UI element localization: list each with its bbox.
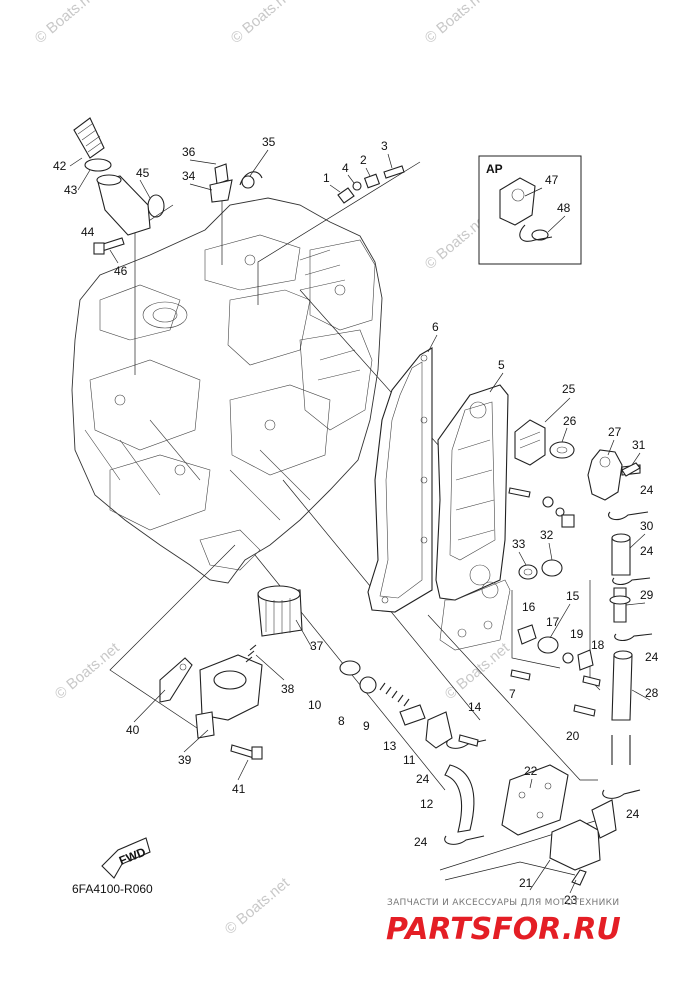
callout-31: 31 bbox=[632, 438, 646, 452]
callout-24f: 24 bbox=[414, 835, 428, 849]
watermark: © Boats.net bbox=[228, 0, 300, 47]
callout-17: 17 bbox=[546, 615, 560, 629]
callout-46: 46 bbox=[114, 264, 128, 278]
callout-48: 48 bbox=[557, 201, 571, 215]
joint-44 bbox=[96, 174, 151, 236]
callout-42: 42 bbox=[53, 159, 67, 173]
callout-38: 38 bbox=[281, 682, 295, 696]
callout-3: 3 bbox=[381, 139, 388, 153]
inset-label: AP bbox=[486, 162, 503, 176]
callout-22: 22 bbox=[524, 764, 538, 778]
callout-5: 5 bbox=[498, 358, 505, 372]
callout-24e: 24 bbox=[416, 772, 430, 786]
callout-23: 23 bbox=[564, 893, 578, 907]
fwd-arrow-icon: FWD bbox=[101, 837, 151, 879]
callout-25: 25 bbox=[562, 382, 576, 396]
watermark: © Boats.net bbox=[32, 0, 104, 47]
shop-brand-logo: PARTSFOR.RU bbox=[386, 912, 621, 947]
callout-30: 30 bbox=[640, 519, 654, 533]
callout-12: 12 bbox=[420, 797, 434, 811]
callout-47: 47 bbox=[545, 173, 559, 187]
inset-ap: AP bbox=[478, 155, 582, 265]
callout-24d: 24 bbox=[626, 807, 640, 821]
callout-41: 41 bbox=[232, 782, 246, 796]
callout-44: 44 bbox=[81, 225, 95, 239]
callout-20: 20 bbox=[566, 729, 580, 743]
valve-assembly bbox=[339, 660, 479, 833]
callout-24b: 24 bbox=[640, 544, 654, 558]
callout-32: 32 bbox=[540, 528, 554, 542]
callout-34: 34 bbox=[182, 169, 196, 183]
callout-45: 45 bbox=[136, 166, 150, 180]
callout-33: 33 bbox=[512, 537, 526, 551]
filter-bracket-39 bbox=[195, 644, 263, 739]
shop-tagline: ЗАПЧАСТИ И АКСЕССУАРЫ ДЛЯ МОТОТЕХНИКИ bbox=[387, 898, 619, 908]
callout-24c: 24 bbox=[645, 650, 659, 664]
callout-2: 2 bbox=[360, 153, 367, 167]
callout-35: 35 bbox=[262, 135, 276, 149]
hose-42 bbox=[73, 117, 105, 159]
cover-27 bbox=[587, 449, 641, 501]
oil-filter-37 bbox=[257, 585, 303, 637]
callout-10: 10 bbox=[308, 698, 322, 712]
bolt-41 bbox=[230, 744, 263, 760]
callout-28: 28 bbox=[645, 686, 659, 700]
callout-4: 4 bbox=[342, 161, 349, 175]
bracket-21 bbox=[501, 764, 617, 886]
hose-30 bbox=[611, 533, 631, 576]
callout-37: 37 bbox=[310, 639, 324, 653]
callout-11: 11 bbox=[403, 753, 416, 767]
watermark: © Boats.net bbox=[422, 0, 494, 47]
callout-40: 40 bbox=[126, 723, 140, 737]
callout-9: 9 bbox=[363, 719, 370, 733]
exhaust-cover-5 bbox=[435, 384, 511, 651]
callout-39: 39 bbox=[178, 753, 192, 767]
bolt-46 bbox=[93, 237, 125, 255]
callout-14: 14 bbox=[468, 700, 482, 714]
callout-29: 29 bbox=[640, 588, 654, 602]
callout-21: 21 bbox=[519, 876, 533, 890]
diagram-code: 6FA4100-R060 bbox=[72, 882, 153, 896]
callout-43: 43 bbox=[64, 183, 78, 197]
gasket-40 bbox=[159, 657, 193, 703]
joint-29 bbox=[609, 587, 631, 623]
watermark: © Boats.net bbox=[222, 874, 294, 938]
callout-26: 26 bbox=[563, 414, 577, 428]
gasket-6 bbox=[367, 347, 433, 613]
bolts-and-seals bbox=[337, 165, 641, 717]
callout-labels: 1 2 3 4 5 6 7 8 9 10 11 12 13 14 15 16 1… bbox=[53, 135, 659, 907]
callout-8: 8 bbox=[338, 714, 345, 728]
callout-19: 19 bbox=[570, 627, 584, 641]
watermark: © Boats.net bbox=[52, 639, 124, 703]
callout-1: 1 bbox=[323, 171, 330, 185]
sensor-35 bbox=[209, 163, 263, 203]
callout-6: 6 bbox=[432, 320, 439, 334]
callout-16: 16 bbox=[522, 600, 536, 614]
shop-branding: ЗАПЧАСТИ И АКСЕССУАРЫ ДЛЯ МОТОТЕХНИКИ PA… bbox=[386, 898, 621, 947]
callout-13: 13 bbox=[383, 739, 397, 753]
callout-27: 27 bbox=[608, 425, 622, 439]
callout-7: 7 bbox=[509, 687, 516, 701]
cylinder-block bbox=[71, 197, 383, 584]
hose-28 bbox=[611, 650, 633, 765]
callout-15: 15 bbox=[566, 589, 580, 603]
callout-18: 18 bbox=[591, 638, 605, 652]
callout-36: 36 bbox=[182, 145, 196, 159]
leader-lines bbox=[69, 149, 651, 894]
callout-24a: 24 bbox=[640, 483, 654, 497]
